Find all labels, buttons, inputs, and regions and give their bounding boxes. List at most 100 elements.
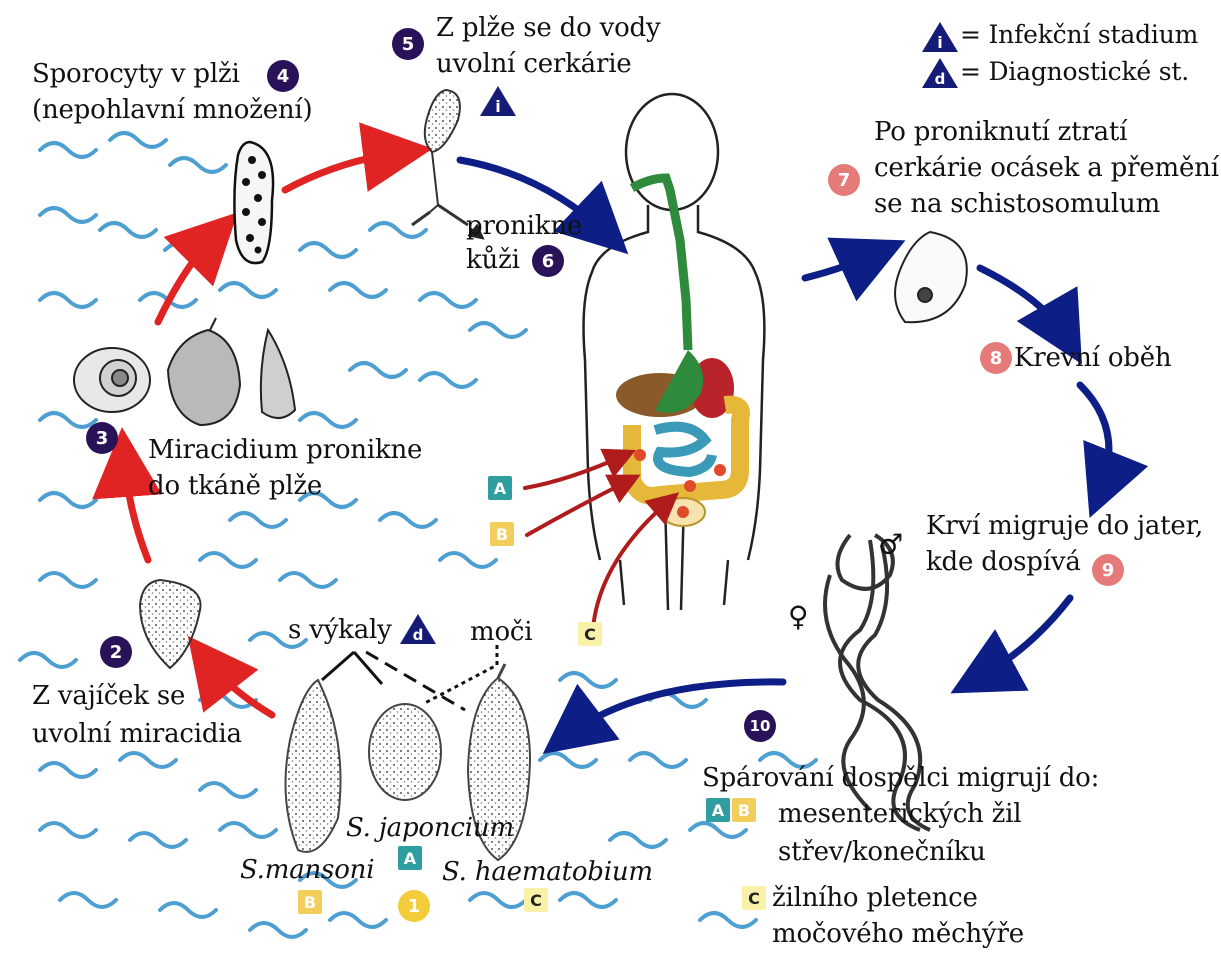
diagnostic-symbol: d bbox=[935, 70, 946, 88]
species-mansoni-label: S.mansoni bbox=[240, 854, 374, 887]
species-japonicum-badge: A bbox=[398, 846, 422, 870]
stage-2-label-line-2: uvolní miracidia bbox=[32, 718, 242, 751]
stage-5-label-line-2: uvolní cerkárie bbox=[436, 48, 632, 81]
stage-8-label: Krevní oběh bbox=[1014, 342, 1171, 375]
urine-label: moči bbox=[470, 616, 532, 649]
water-wave bbox=[420, 293, 476, 307]
water-wave bbox=[60, 893, 116, 907]
water-wave bbox=[440, 553, 496, 567]
water-wave bbox=[560, 893, 616, 907]
water-wave bbox=[100, 223, 156, 237]
species-haematobium-label: S. haematobium bbox=[442, 856, 653, 889]
destination-badge-c: C bbox=[742, 886, 766, 910]
sporocyst-drawing bbox=[234, 142, 273, 263]
stage-2-number: 2 bbox=[100, 636, 132, 668]
water-wave bbox=[165, 243, 221, 257]
water-wave bbox=[220, 823, 276, 837]
water-wave bbox=[330, 283, 386, 297]
water-wave bbox=[470, 893, 526, 907]
stage-6-label-line-1: pronikne bbox=[466, 210, 582, 243]
stage-10-label: Spárování dospělci migrují do: bbox=[702, 762, 1099, 795]
water-wave bbox=[40, 143, 96, 157]
stage-7-label-line-2: cerkárie ocásek a přemění bbox=[874, 152, 1219, 185]
body-badge-c: C bbox=[578, 622, 602, 646]
diagnostic-stage-icon: d bbox=[920, 56, 960, 90]
human-body-outline bbox=[584, 94, 765, 610]
stage-9-label-line-2: kde dospívá bbox=[926, 546, 1081, 579]
species-japonicum-label: S. japoncium bbox=[346, 812, 514, 845]
cercaria-infective-icon: i bbox=[478, 84, 518, 118]
destination-2-line-2: močového měchýře bbox=[772, 918, 1024, 951]
male-symbol: ♂ bbox=[878, 528, 903, 561]
water-wave bbox=[40, 823, 96, 837]
body-badge-a: A bbox=[488, 476, 512, 500]
water-wave bbox=[330, 913, 386, 927]
destination-badge-a: A bbox=[706, 798, 730, 822]
destination-2-line-1: žilního pletence bbox=[772, 882, 978, 915]
destination-1-line-2: střev/konečníku bbox=[778, 836, 986, 869]
infective-symbol: i bbox=[937, 33, 942, 52]
stage-5-number: 5 bbox=[392, 28, 424, 60]
water-wave bbox=[220, 283, 276, 297]
cercaria-infective-symbol: i bbox=[495, 97, 500, 116]
legend-infective-label: = Infekční stadium bbox=[960, 18, 1198, 51]
stage-6-number: 6 bbox=[532, 245, 564, 277]
legend-diagnostic-label: = Diagnostické st. bbox=[960, 55, 1189, 88]
water-wave bbox=[560, 673, 616, 687]
water-wave bbox=[170, 158, 226, 172]
stage-4-number: 4 bbox=[267, 60, 299, 92]
stage-2-label-line-1: Z vajíček se bbox=[32, 680, 185, 713]
stage-9-label-line-1: Krví migruje do jater, bbox=[926, 510, 1203, 543]
water-wave bbox=[40, 208, 96, 222]
stage-8-number: 8 bbox=[980, 342, 1012, 374]
water-wave bbox=[200, 553, 256, 567]
diagnostic-stage-icon-eggs: d bbox=[398, 612, 438, 646]
water-wave bbox=[230, 513, 286, 527]
water-wave bbox=[130, 833, 186, 847]
water-wave bbox=[540, 753, 596, 767]
stage-7-number: 7 bbox=[828, 164, 860, 196]
stage-7-label-line-3: se na schistosomulum bbox=[874, 188, 1160, 221]
water-wave bbox=[350, 363, 406, 377]
stool-label: s výkaly bbox=[288, 614, 392, 647]
stage-1-number: 1 bbox=[398, 890, 430, 922]
snail-shells bbox=[74, 318, 295, 425]
water-wave bbox=[690, 823, 746, 837]
destination-badge-b: B bbox=[732, 798, 756, 822]
stage-7-label-line-1: Po proniknutí ztratí bbox=[874, 116, 1127, 149]
egg-diagnostic-symbol: d bbox=[413, 626, 424, 644]
female-symbol: ♀ bbox=[788, 600, 808, 633]
stage-9-number: 9 bbox=[1092, 554, 1124, 586]
water-wave bbox=[610, 833, 666, 847]
water-wave bbox=[470, 323, 526, 337]
water-wave bbox=[300, 243, 356, 257]
stage-4-label-line-2: (nepohlavní množení) bbox=[32, 94, 313, 127]
stage-10-number: 10 bbox=[744, 710, 776, 742]
water-wave bbox=[20, 653, 76, 667]
water-wave bbox=[40, 293, 96, 307]
water-wave bbox=[420, 373, 476, 387]
digestive-tract bbox=[616, 178, 741, 526]
water-wave bbox=[120, 753, 176, 767]
water-wave bbox=[110, 133, 166, 147]
schistosomulum-drawing bbox=[895, 232, 967, 322]
stage-5-label-line-1: Z plže se do vody bbox=[436, 12, 660, 45]
water-wave bbox=[380, 513, 436, 527]
red-body-arrows bbox=[525, 455, 670, 628]
stage-3-label-line-1: Miracidium pronikne bbox=[148, 434, 422, 467]
destination-1-line-1: mesenterických žil bbox=[778, 798, 1021, 831]
water-wave bbox=[300, 413, 356, 427]
water-wave bbox=[40, 763, 96, 777]
species-haematobium-badge: C bbox=[524, 888, 548, 912]
water-wave bbox=[160, 903, 216, 917]
stage-3-label-line-2: do tkáně plže bbox=[148, 470, 322, 503]
water-wave bbox=[280, 573, 336, 587]
water-wave bbox=[40, 493, 96, 507]
water-wave bbox=[40, 573, 96, 587]
species-mansoni-badge: B bbox=[298, 890, 322, 914]
body-badge-b: B bbox=[490, 522, 514, 546]
infective-stage-icon: i bbox=[920, 20, 960, 54]
water-wave bbox=[200, 783, 256, 797]
water-wave bbox=[40, 413, 96, 427]
